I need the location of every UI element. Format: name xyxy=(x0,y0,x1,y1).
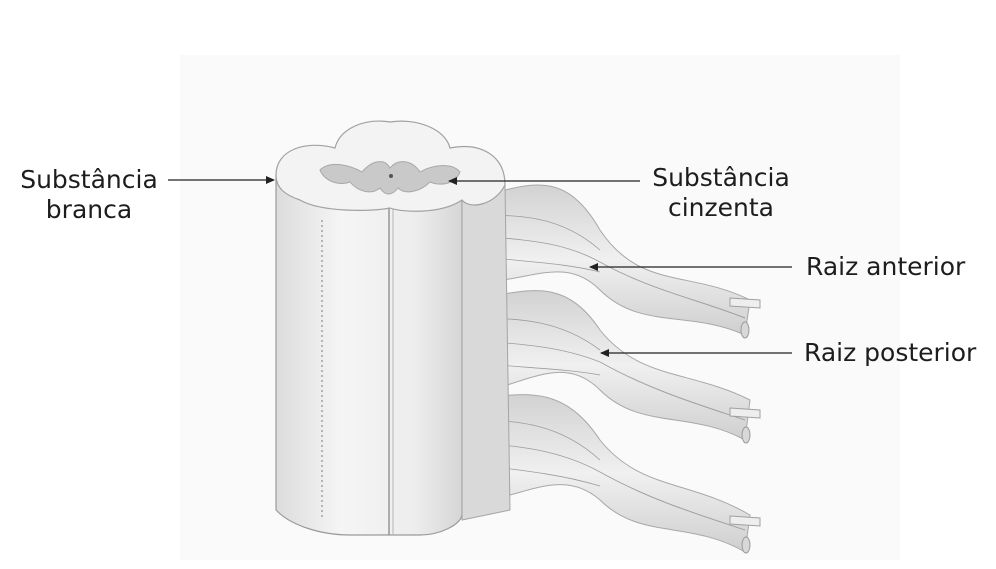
label-white-matter-line1: Substância xyxy=(20,165,158,194)
nerve-root-middle xyxy=(461,290,761,444)
label-white-matter: Substância branca xyxy=(14,165,164,225)
label-anterior-root: Raiz anterior xyxy=(806,252,966,281)
spinal-cord xyxy=(275,120,511,536)
cord-side xyxy=(461,184,511,521)
gray-matter-section xyxy=(319,161,461,195)
label-white-matter-line2: branca xyxy=(45,195,133,224)
central-canal xyxy=(389,174,393,178)
label-gray-matter-line2: cinzenta xyxy=(667,193,774,222)
label-gray-matter-line1: Substância xyxy=(652,163,790,192)
pointers xyxy=(168,176,792,357)
nerve-roots xyxy=(461,184,761,554)
cord-body xyxy=(275,174,463,536)
label-gray-matter: Substância cinzenta xyxy=(646,163,796,223)
label-posterior-root: Raiz posterior xyxy=(804,338,977,367)
